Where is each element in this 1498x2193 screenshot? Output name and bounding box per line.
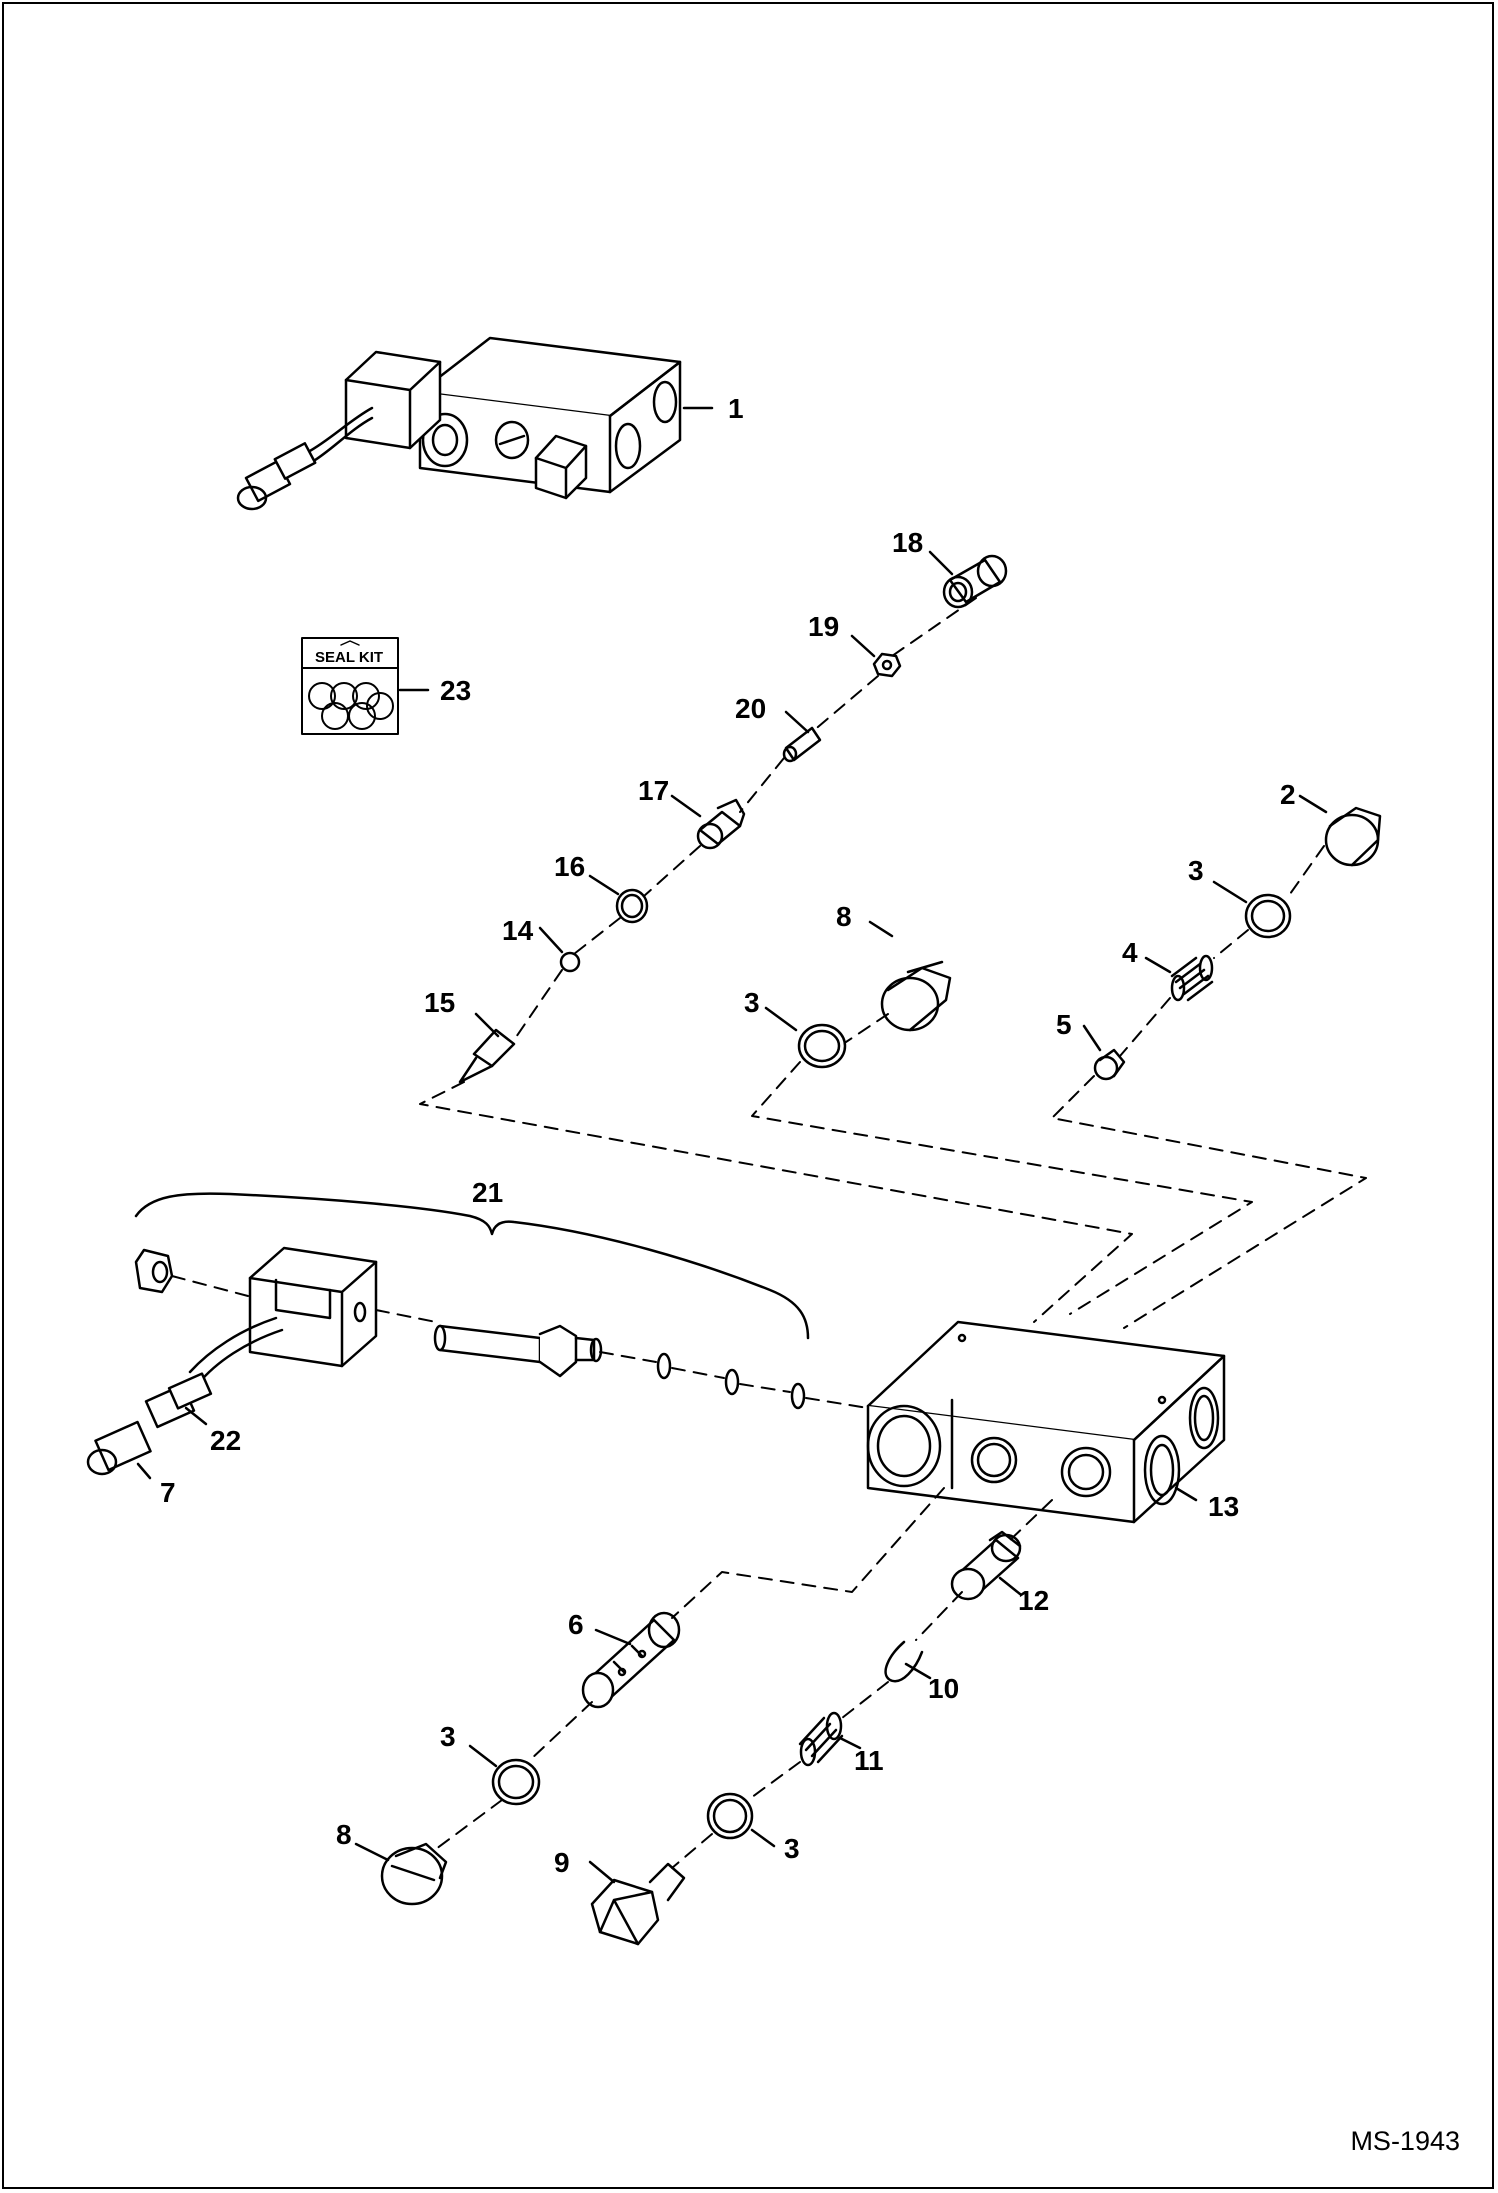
callout-9: 9 bbox=[554, 1847, 570, 1878]
cartridge-o-ring-3 bbox=[790, 1382, 806, 1410]
assembly-paths bbox=[171, 597, 1367, 1869]
nut-part-19 bbox=[872, 652, 902, 678]
plug-part-18 bbox=[942, 554, 1008, 609]
solenoid-coil bbox=[248, 1246, 378, 1368]
callout-6: 6 bbox=[568, 1609, 584, 1640]
solenoid-assembly-part-21 bbox=[134, 1192, 810, 1410]
o-ring-part-3-lower-left bbox=[491, 1758, 541, 1806]
spool-part-12 bbox=[950, 1530, 1022, 1601]
poppet-part-5 bbox=[1093, 1048, 1126, 1081]
callout-3-right: 3 bbox=[1188, 855, 1204, 886]
o-ring-part-3-lower-right bbox=[706, 1792, 754, 1840]
callout-15: 15 bbox=[424, 987, 455, 1018]
callout-3-upper: 3 bbox=[744, 987, 760, 1018]
callout-23: 23 bbox=[440, 675, 471, 706]
callout-22: 22 bbox=[210, 1425, 241, 1456]
spool-part-6 bbox=[581, 1611, 681, 1709]
callout-8-lower: 8 bbox=[336, 1819, 352, 1850]
callout-3-lower-left: 3 bbox=[440, 1721, 456, 1752]
plug-part-9 bbox=[590, 1862, 686, 1946]
callout-16: 16 bbox=[554, 851, 585, 882]
valve-body-part-13 bbox=[866, 1320, 1226, 1524]
callout-5: 5 bbox=[1056, 1009, 1072, 1040]
o-ring-part-3-upper bbox=[797, 1023, 847, 1069]
callout-10: 10 bbox=[928, 1673, 959, 1704]
plug-part-8-upper bbox=[880, 960, 952, 1032]
callout-1: 1 bbox=[728, 393, 744, 424]
spring-part-4 bbox=[1170, 954, 1214, 1002]
callout-labels: 1 18 19 23 20 17 2 16 3 8 14 4 15 3 5 21… bbox=[160, 393, 1296, 1878]
o-ring-part-16 bbox=[615, 888, 649, 924]
callout-21: 21 bbox=[472, 1177, 503, 1208]
pin-part-20 bbox=[782, 726, 822, 763]
cartridge-o-ring-2 bbox=[724, 1368, 740, 1396]
callout-19: 19 bbox=[808, 611, 839, 642]
callout-20: 20 bbox=[735, 693, 766, 724]
valve-assembly-part-1 bbox=[236, 336, 682, 511]
o-ring-part-3-right bbox=[1244, 893, 1292, 939]
callout-8-upper: 8 bbox=[836, 901, 852, 932]
adapter-part-17 bbox=[696, 798, 746, 850]
retaining-ring-part-10 bbox=[884, 1640, 924, 1683]
leader-lines bbox=[136, 406, 1328, 1884]
callout-14: 14 bbox=[502, 915, 534, 946]
spring-part-11 bbox=[798, 1711, 844, 1767]
callout-3-lower-right: 3 bbox=[784, 1833, 800, 1864]
seal-kit-label: SEAL KIT bbox=[315, 649, 383, 666]
callout-18: 18 bbox=[892, 527, 923, 558]
plug-part-2 bbox=[1324, 806, 1382, 867]
callout-17: 17 bbox=[638, 775, 669, 806]
callout-13: 13 bbox=[1208, 1491, 1239, 1522]
callout-2: 2 bbox=[1280, 779, 1296, 810]
coil-nut bbox=[134, 1248, 174, 1294]
valve-cartridge bbox=[433, 1324, 603, 1378]
seal-kit-part-23 bbox=[301, 637, 399, 735]
callout-4: 4 bbox=[1122, 937, 1138, 968]
poppet-part-15 bbox=[458, 1028, 516, 1084]
drawing-id: MS-1943 bbox=[1350, 2126, 1460, 2156]
connector-harness-parts-7-22 bbox=[86, 1316, 284, 1476]
plug-part-8-lower bbox=[380, 1842, 448, 1906]
ball-part-14 bbox=[559, 951, 581, 973]
callout-11: 11 bbox=[854, 1745, 884, 1776]
cartridge-o-ring-1 bbox=[656, 1352, 672, 1380]
callout-7: 7 bbox=[160, 1477, 176, 1508]
callout-12: 12 bbox=[1018, 1585, 1049, 1616]
